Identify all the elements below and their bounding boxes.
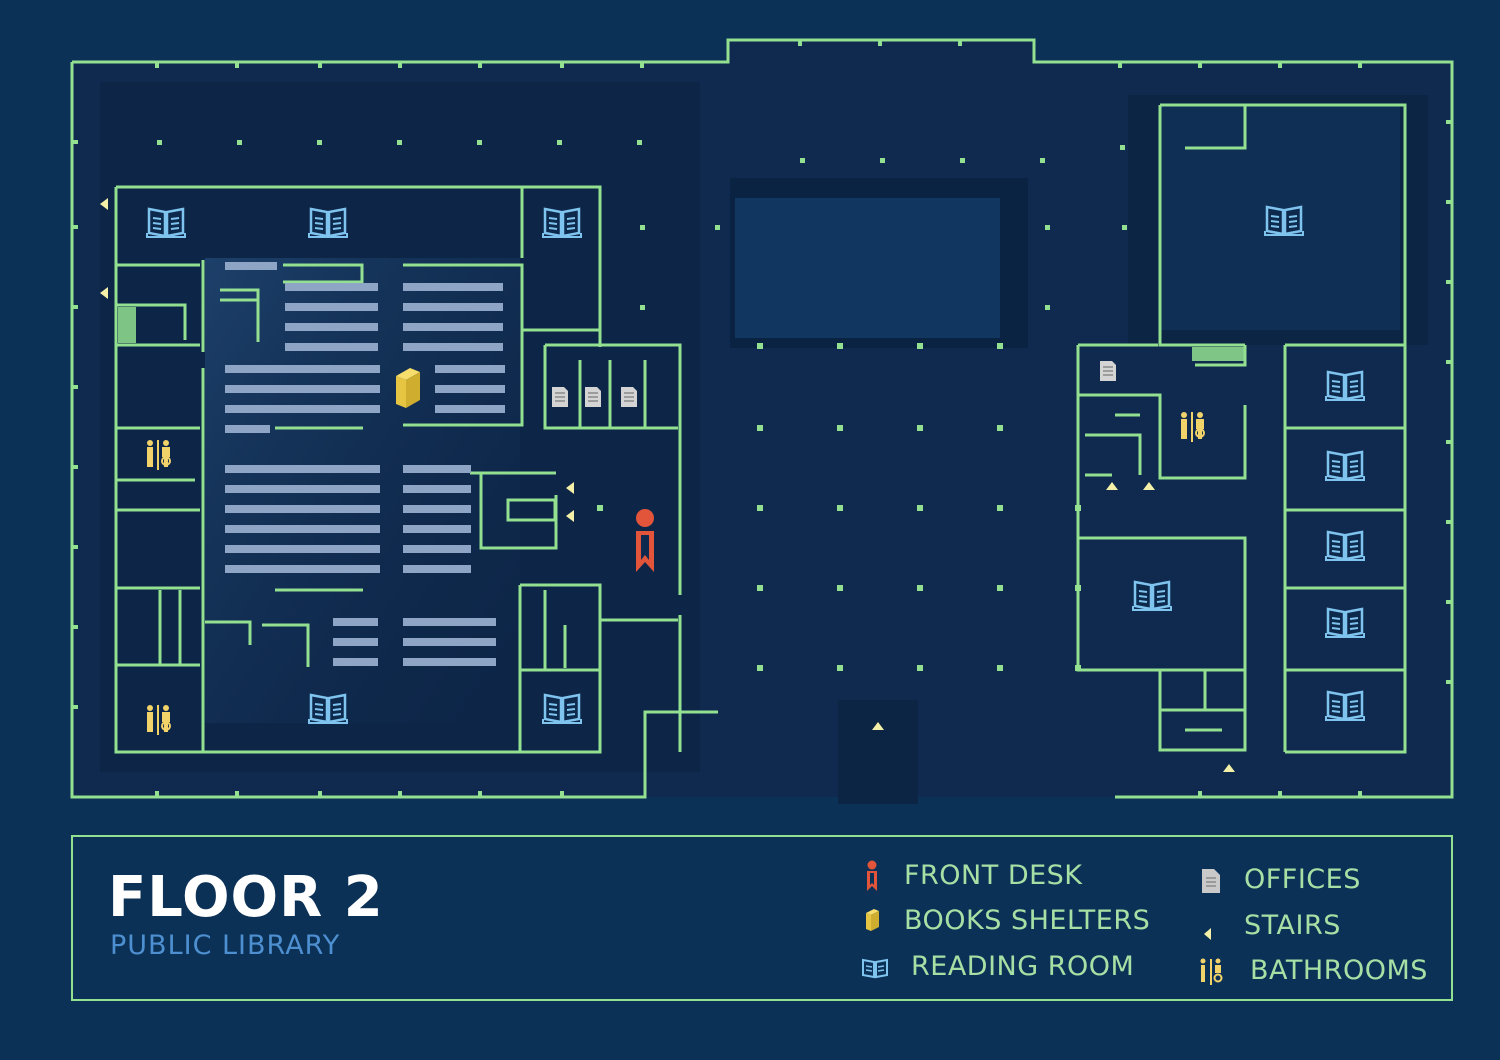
reading-room-icon xyxy=(541,207,583,239)
office-icon xyxy=(1099,360,1117,382)
stair-well-west xyxy=(118,307,136,343)
legend-item-front-desk: FRONT DESK xyxy=(860,858,1120,894)
wall-markers xyxy=(72,40,1452,797)
restroom-icon xyxy=(1200,958,1223,985)
reading-room-icon xyxy=(307,207,349,239)
legend-label-reading-room: READING ROOM xyxy=(911,951,1135,982)
reading-room-icon xyxy=(1324,690,1366,722)
office-icon xyxy=(551,386,569,408)
legend-item-stairs: STAIRS xyxy=(1198,908,1398,944)
document-icon xyxy=(1202,869,1220,893)
legend-label-books-shelters: BOOKS SHELTERS xyxy=(904,905,1151,936)
legend-item-offices: OFFICES xyxy=(1198,862,1398,898)
legend-label-stairs: STAIRS xyxy=(1244,910,1341,941)
book-icon xyxy=(866,909,879,931)
legend-item-books-shelters: BOOKS SHELTERS xyxy=(860,903,1160,939)
book-shelter-icon xyxy=(396,368,420,408)
reading-room-icon xyxy=(307,693,349,725)
person-pin-icon xyxy=(867,860,877,891)
outer-walls xyxy=(70,38,1454,799)
legend-panel xyxy=(71,835,1453,1001)
bathroom-icon xyxy=(146,439,171,471)
legend-label-offices: OFFICES xyxy=(1244,864,1361,895)
open-book-icon xyxy=(862,958,888,979)
east-wing-walls xyxy=(1076,103,1407,754)
office-icon xyxy=(584,386,602,408)
bathroom-icon xyxy=(146,704,171,736)
columns xyxy=(157,140,1127,671)
interior-walls xyxy=(114,185,682,754)
reading-room-icon xyxy=(1263,205,1305,237)
legend-label-front-desk: FRONT DESK xyxy=(904,860,1083,891)
reading-room-icon xyxy=(541,693,583,725)
legend-item-bathrooms: BATHROOMS xyxy=(1196,953,1436,989)
front-desk-icon xyxy=(636,509,654,572)
legend-label-bathrooms: BATHROOMS xyxy=(1250,955,1428,986)
reading-room-icon xyxy=(1324,370,1366,402)
stair-well-east xyxy=(1192,347,1244,361)
reading-room-icon xyxy=(1324,530,1366,562)
legend-item-reading-room: READING ROOM xyxy=(860,949,1160,985)
bathroom-icon xyxy=(1180,411,1205,443)
reading-room-icon xyxy=(145,207,187,239)
reading-room-icon xyxy=(1324,607,1366,639)
reading-room-icon xyxy=(1131,580,1173,612)
bookshelves xyxy=(225,262,505,666)
floor-plan-map xyxy=(70,38,1454,804)
floor-subtitle: PUBLIC LIBRARY xyxy=(110,930,341,961)
floor-title: FLOOR 2 xyxy=(108,865,384,930)
office-icon xyxy=(620,386,638,408)
stairs-markers xyxy=(100,198,1235,772)
triangle-icon xyxy=(1204,928,1211,940)
reading-room-icon xyxy=(1324,450,1366,482)
